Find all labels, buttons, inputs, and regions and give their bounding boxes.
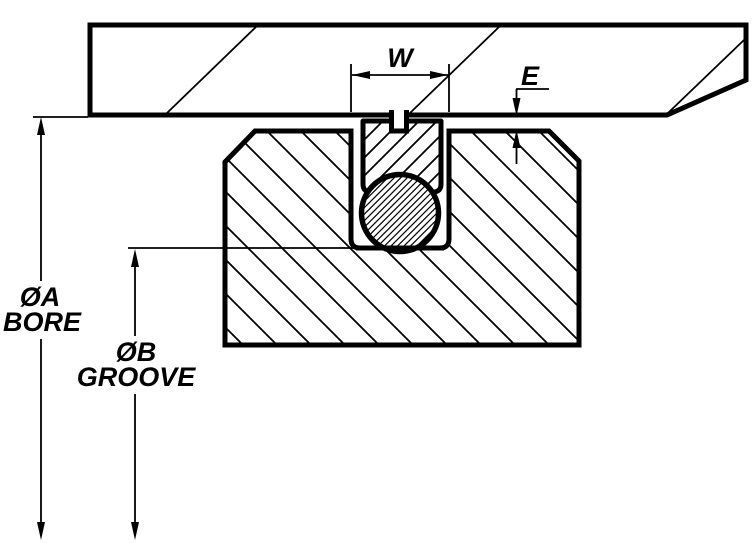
housing-hatch-3 — [667, 39, 745, 114]
groove-dia-label: ØB — [116, 337, 157, 367]
w-arrow-right — [430, 71, 448, 79]
groove-name-label: GROOVE — [77, 362, 197, 392]
housing-hatch-2 — [409, 25, 501, 114]
dimension-groove-diameter: ØB GROOVE — [77, 247, 445, 540]
e-arrow-down — [512, 98, 521, 116]
groove-arrow-down — [131, 522, 139, 540]
bore-arrow-down — [37, 522, 45, 540]
o-ring — [358, 171, 442, 255]
groove-arrow-up — [131, 249, 139, 267]
cap-notch-outline — [389, 110, 409, 134]
bore-dia-label: ØA — [20, 282, 61, 312]
bore-housing-outline — [87, 22, 749, 118]
e-label: E — [521, 61, 540, 91]
bore-arrow-up — [37, 117, 45, 135]
w-label: W — [387, 43, 415, 73]
housing-hatch-1 — [166, 25, 258, 114]
dimension-clearance: E — [512, 61, 549, 164]
bore-housing-section — [87, 22, 749, 118]
bore-name-label: BORE — [3, 307, 82, 337]
dimension-groove-width: W — [350, 43, 450, 112]
e-arrow-up — [512, 130, 521, 148]
dimension-bore-diameter: ØA BORE — [3, 116, 88, 540]
seal-assembly — [356, 106, 444, 255]
w-arrow-left — [352, 71, 370, 79]
